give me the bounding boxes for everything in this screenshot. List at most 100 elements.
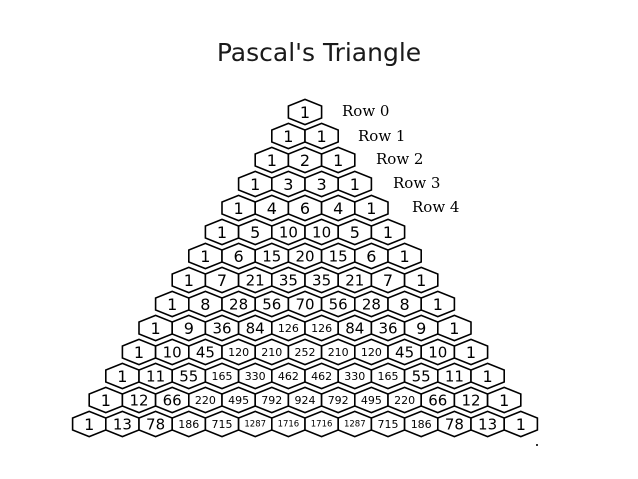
cell-value: 1 [483, 367, 493, 386]
cell-value: 78 [445, 416, 464, 434]
cell-value: 495 [361, 394, 382, 407]
cell-value: 1 [516, 415, 526, 434]
cell-value: 15 [329, 248, 348, 266]
hex-cell [486, 386, 522, 414]
cell-value: 252 [295, 346, 316, 359]
cell-value: 84 [345, 320, 364, 338]
cell-value: 715 [212, 418, 233, 431]
cell-value: 36 [378, 320, 397, 338]
cell-value: 7 [217, 271, 227, 290]
cell-value: 1 [167, 295, 177, 314]
cell-value: 78 [146, 416, 165, 434]
cell-value: 1 [499, 391, 509, 410]
hex-cell [436, 314, 472, 342]
cell-value: 9 [184, 319, 194, 338]
cell-value: 1 [416, 271, 426, 290]
cell-value: 10 [312, 224, 331, 242]
cell-value: 1 [383, 223, 393, 242]
hex-cell [320, 146, 356, 174]
cell-value: 1 [84, 415, 94, 434]
cell-value: 35 [312, 272, 331, 290]
cell-value: 70 [295, 296, 314, 314]
cell-value: 10 [163, 344, 182, 362]
cell-value: 55 [179, 368, 198, 386]
cell-value: 35 [279, 272, 298, 290]
cell-value: 28 [229, 296, 248, 314]
cell-value: 66 [163, 392, 182, 410]
cell-value: 1 [151, 319, 161, 338]
cell-value: 8 [400, 295, 410, 314]
cell-value: 1 [400, 247, 410, 266]
cell-value: 1716 [278, 420, 300, 430]
cell-value: 15 [262, 248, 281, 266]
cell-value: 4 [267, 199, 277, 218]
cell-value: 13 [478, 416, 497, 434]
cell-value: 1 [250, 175, 260, 194]
cell-value: 462 [311, 370, 332, 383]
cell-value: 20 [295, 248, 314, 266]
cell-value: 10 [428, 344, 447, 362]
cell-value: 10 [279, 224, 298, 242]
cell-value: 5 [250, 223, 260, 242]
row-label: Row 0 [342, 102, 389, 120]
hex-cell [304, 122, 340, 150]
hex-cell [420, 290, 456, 318]
cell-value: 186 [178, 418, 199, 431]
cell-value: 56 [329, 296, 348, 314]
hex-cell [287, 98, 323, 126]
cell-value: 715 [378, 418, 399, 431]
cell-value: 126 [278, 322, 299, 335]
cell-value: 1 [433, 295, 443, 314]
cell-value: 220 [394, 394, 415, 407]
cell-value: 36 [212, 320, 231, 338]
stray-dot [536, 444, 538, 446]
cell-value: 220 [195, 394, 216, 407]
cell-value: 2 [300, 151, 310, 170]
cell-value: 186 [411, 418, 432, 431]
cell-value: 6 [366, 247, 376, 266]
hex-cell [503, 410, 539, 438]
cell-value: 11 [445, 368, 464, 386]
cell-value: 792 [328, 394, 349, 407]
cell-value: 330 [344, 370, 365, 383]
cell-value: 330 [245, 370, 266, 383]
row-label: Row 2 [376, 150, 423, 168]
cell-value: 165 [378, 370, 399, 383]
cell-value: 21 [246, 272, 265, 290]
cell-value: 7 [383, 271, 393, 290]
hex-cell [470, 362, 506, 390]
row-label: Row 1 [358, 127, 405, 145]
cell-value: 1 [283, 127, 293, 146]
row-label: Row 3 [393, 174, 440, 192]
cell-value: 1 [267, 151, 277, 170]
cell-value: 1 [234, 199, 244, 218]
hex-cell [370, 218, 406, 246]
cell-value: 210 [261, 346, 282, 359]
cell-value: 1 [184, 271, 194, 290]
cell-value: 9 [416, 319, 426, 338]
cell-value: 5 [350, 223, 360, 242]
cell-value: 1 [200, 247, 210, 266]
cell-value: 66 [428, 392, 447, 410]
cell-value: 495 [228, 394, 249, 407]
cell-value: 1 [134, 343, 144, 362]
cell-value: 1 [366, 199, 376, 218]
cell-value: 126 [311, 322, 332, 335]
cell-value: 1 [117, 367, 127, 386]
cell-value: 1 [217, 223, 227, 242]
cell-value: 3 [317, 175, 327, 194]
cell-value: 3 [283, 175, 293, 194]
cell-value: 4 [333, 199, 343, 218]
cell-value: 45 [395, 344, 414, 362]
cell-value: 1 [449, 319, 459, 338]
cell-value: 12 [461, 392, 480, 410]
cell-value: 1 [317, 127, 327, 146]
cell-value: 120 [228, 346, 249, 359]
row-label: Row 4 [412, 198, 459, 216]
cell-value: 84 [246, 320, 265, 338]
cell-value: 21 [345, 272, 364, 290]
cell-value: 1287 [344, 420, 366, 430]
cell-value: 11 [146, 368, 165, 386]
cell-value: 8 [200, 295, 210, 314]
cell-value: 120 [361, 346, 382, 359]
